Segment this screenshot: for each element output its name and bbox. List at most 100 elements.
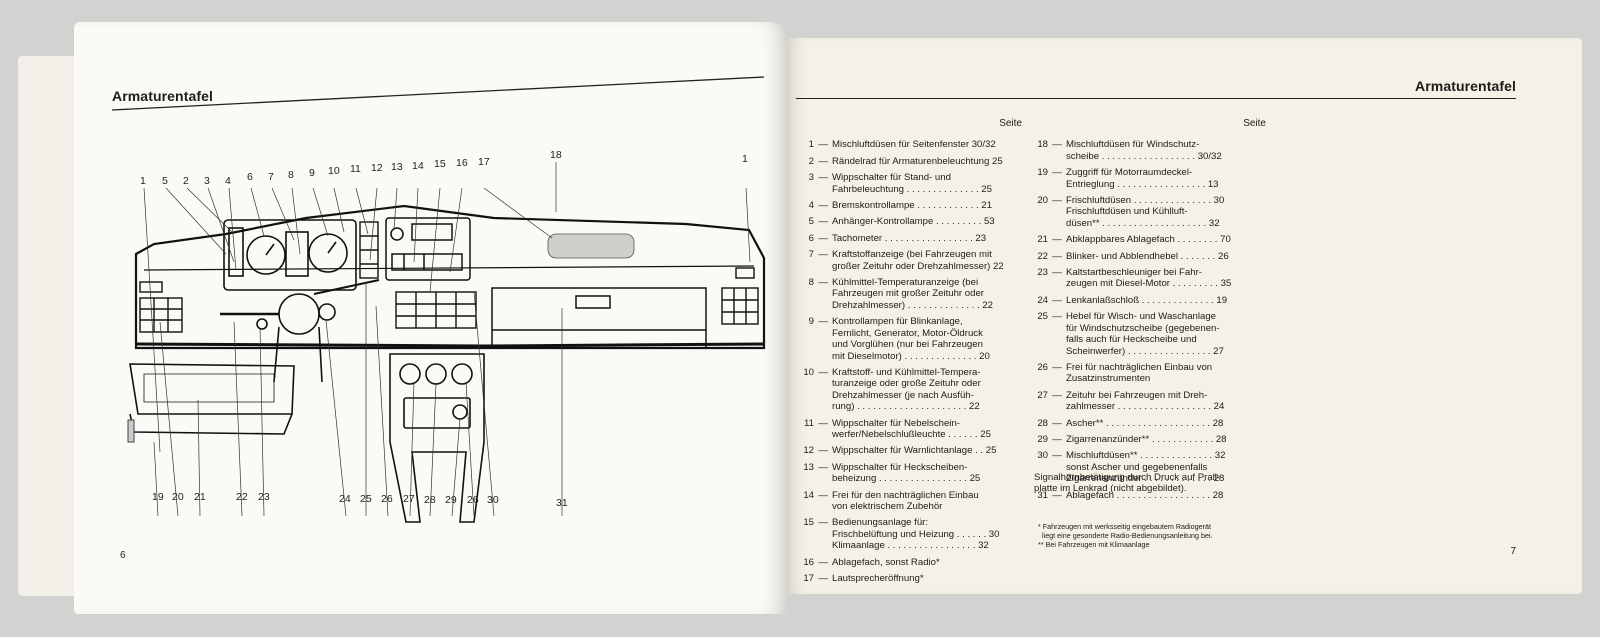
legend-line: Bremskontrollampe . . . . . . . . . . . … [832, 200, 992, 212]
legend-entry: 17 — Lautsprecheröffnung* [800, 573, 1022, 584]
callout: 12 [371, 162, 383, 174]
footnote: * Fahrzeugen mit werksseitig eingebautem… [1038, 522, 1211, 531]
legend-dash: — [818, 445, 828, 457]
legend-dash: — [818, 417, 828, 429]
callout: 23 [258, 491, 270, 503]
legend-entry: 1—Mischluftdüsen für Seitenfenster 30/32 [800, 139, 1022, 150]
legend-column-left: Seite 1—Mischluftdüsen für Seitenfenster… [800, 118, 1022, 589]
legend-line: Scheinwerfer) . . . . . . . . . . . . . … [1066, 345, 1224, 357]
legend-dash: — [1052, 433, 1062, 445]
legend-entry: 22 — Blinker- und Abblendhebel . . . . . .… [1034, 251, 1266, 262]
callout: 30 [487, 494, 499, 506]
legend-dash: — [818, 366, 828, 378]
legend-entry-text: Abklappbares Ablagefach . . . . . . . . … [1066, 234, 1266, 245]
legend-entry-number: 17 [803, 573, 814, 584]
legend-dash: — [1052, 250, 1062, 262]
callout: 29 [445, 494, 457, 506]
legend-line: Zigarrenanzünder . . . . . . . . . . . .… [1066, 473, 1225, 485]
callout: 21 [194, 491, 206, 503]
legend-line: großer Zeituhr oder Drehzahlmesser) 22 [832, 260, 1004, 272]
legend-line: turanzeige oder große Zeituhr oder [832, 378, 981, 390]
callout: 22 [236, 491, 248, 503]
legend-dash: — [818, 249, 828, 261]
legend-line: Fahrbeleuchtung . . . . . . . . . . . . … [832, 183, 992, 195]
legend-entry: 5—Anhänger-Kontrollampe . . . . . . . . … [800, 216, 1022, 227]
air-vents [139, 267, 759, 333]
legend-entry: 29—Zigarrenanzünder** . . . . . . . . . … [1034, 434, 1266, 445]
legend-entry-number: 9 [808, 316, 814, 328]
legend-line: Klimaanlage . . . . . . . . . . . . . . … [832, 540, 989, 552]
legend-entry-number: 3 [808, 172, 814, 184]
steering-column [220, 279, 380, 383]
legend-entry: 2—Rändelrad für Armaturenbeleuchtung 25 [800, 156, 1022, 167]
callout: 13 [391, 161, 403, 173]
legend-entry-text: Lautsprecheröffnung* [832, 573, 1022, 584]
legend-entry-number: 22 [1037, 250, 1048, 262]
callout: 11 [350, 163, 361, 175]
right-page: Armaturentafel Seite 1—Mischluftdüsen fü… [786, 38, 1582, 594]
callout: 7 [268, 171, 274, 183]
horn-note-line: platte im Lenkrad (nicht abgebildet). [1034, 483, 1187, 495]
callout: 5 [162, 175, 168, 187]
legend-entry-text: Mischluftdüsen** . . . . . . . . . . . .… [1066, 450, 1266, 484]
legend-entry-number: 6 [808, 232, 814, 244]
glovebox [491, 287, 707, 349]
legend-line: Lenkanlaßschloß . . . . . . . . . . . . … [1066, 294, 1228, 306]
legend-dash: — [1052, 267, 1062, 279]
legend-line: Frischluftdüsen . . . . . . . . . . . . … [1066, 195, 1225, 207]
callout: 31 [556, 497, 568, 509]
legend-entry-text: Mischluftdüsen für Seitenfenster 30/32 [832, 139, 1022, 150]
legend-line: von elektrischem Zubehör [832, 500, 943, 512]
legend-dash: — [818, 232, 828, 244]
legend-line: Zuggriff für Motorraumdeckel- [1066, 167, 1193, 179]
horn-note-line: Signalhornbetätigung durch Druck auf Pra… [1034, 472, 1221, 483]
callout: 8 [288, 169, 294, 181]
legend-line: Zeituhr bei Fahrzeugen mit Dreh- [1066, 389, 1208, 401]
legend-entry-number: 27 [1037, 389, 1048, 401]
legend-entry-text: Ablagefach . . . . . . . . . . . . . . .… [1066, 490, 1266, 501]
legend-entry: 19—Zuggriff für Motorraumdeckel-Entriegl… [1034, 167, 1266, 190]
legend-entry-number: 7 [808, 249, 814, 261]
legend-line: Kühlmittel-Temperaturanzeige (bei [832, 277, 979, 289]
legend-line: sonst Ascher und gegebenenfalls [1066, 461, 1208, 473]
legend-entry: 27 — Zeituhr bei Fahrzeugen mit Dreh-zahlm… [1034, 390, 1266, 413]
callout-numbers-top: 1 5 2 3 4 6 7 8 9 10 11 12 13 14 15 16 1… [140, 149, 748, 187]
legend-line: Drehzahlmesser (je nach Ausfüh- [832, 389, 974, 401]
callout: 15 [434, 158, 446, 170]
legend-dash: — [818, 573, 828, 584]
legend-entry-number: 1 [808, 139, 814, 151]
legend-line: Blinker- und Abblendhebel . . . . . . . … [1066, 250, 1229, 262]
legend-entry-number: 26 [1037, 361, 1048, 373]
callout-numbers-bottom: 19 20 21 22 23 24 25 26 27 28 29 26 30 3… [152, 491, 568, 509]
legend-line: Ablagefach, sonst Radio* [832, 556, 940, 568]
seite-heading: Seite [1243, 118, 1266, 129]
legend-entry: 28—Ascher** . . . . . . . . . . . . . . … [1034, 418, 1266, 429]
legend-entry-text: Mischluftdüsen für Windschutz-scheibe . … [1066, 139, 1266, 162]
legend-entry-text: Zigarrenanzünder** . . . . . . . . . . .… [1066, 434, 1266, 445]
legend-entry: 30—Mischluftdüsen** . . . . . . . . . . … [1034, 450, 1266, 484]
legend-entry-text: Kaltstartbeschleuniger bei Fahr-zeugen m… [1066, 267, 1266, 290]
legend-line: rung) . . . . . . . . . . . . . . . . . … [832, 401, 980, 413]
legend-dash: — [1052, 195, 1062, 207]
hood-release-handle [127, 419, 135, 443]
legend-line: Bedienungsanlage für: [832, 517, 929, 529]
legend-line: Tachometer . . . . . . . . . . . . . . .… [832, 232, 987, 244]
legend-entry-text: Wippschalter für Warnlichtanlage . . 25 [832, 445, 1022, 456]
left-header-rule [111, 76, 765, 111]
legend-entry: 18—Mischluftdüsen für Windschutz-scheibe… [1034, 139, 1266, 162]
legend-line: zahlmesser . . . . . . . . . . . . . . .… [1066, 401, 1225, 413]
legend-dash: — [818, 200, 828, 212]
legend-line: Kontrollampen für Blinkanlage, [832, 316, 963, 328]
legend-dash: — [1052, 450, 1062, 462]
legend-entry-number: 23 [1037, 267, 1048, 279]
legend-entry: 24—Lenkanlaßschloß . . . . . . . . . . .… [1034, 295, 1266, 306]
legend-entry-text: Tachometer . . . . . . . . . . . . . . .… [832, 233, 1022, 244]
legend-entry-number: 11 [804, 417, 814, 429]
legend-line: scheibe . . . . . . . . . . . . . . . . … [1066, 150, 1222, 162]
legend-dash: — [1052, 389, 1062, 401]
legend-entry-text: Rändelrad für Armaturenbeleuchtung 25 [832, 156, 1022, 167]
legend-line: für Windschutzscheibe (gegebenen- [1066, 322, 1220, 334]
